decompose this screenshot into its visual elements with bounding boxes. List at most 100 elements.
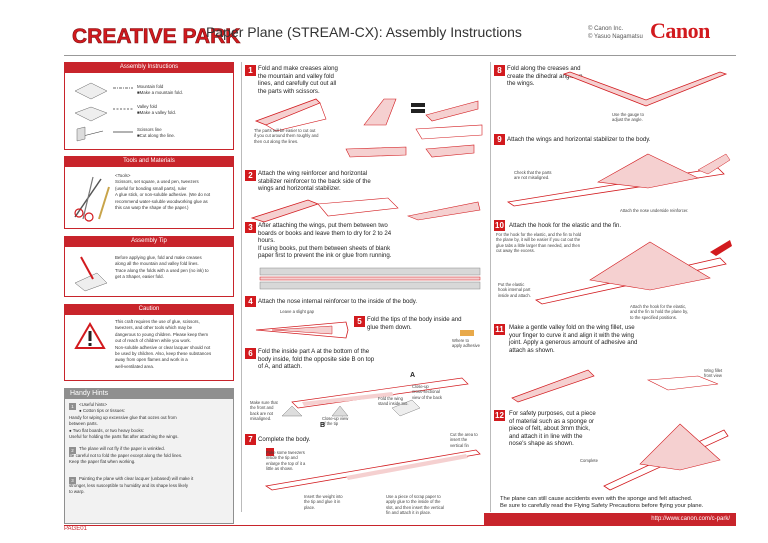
- step-12-note: Complete: [580, 458, 598, 463]
- tools-heading: Tools and Materials: [64, 156, 234, 167]
- step-9-assembled-plane: [506, 153, 731, 207]
- step-12-complete-plane: [603, 423, 729, 491]
- step-8-text: Fold along the creases and create the di…: [507, 65, 583, 88]
- step-12-text: For safety purposes, cut a piece of mate…: [509, 410, 596, 448]
- scissors-line-label: Scissors line ■Cut along the line.: [137, 127, 176, 139]
- step-9-note-reinforcer: Attach the nose underside reinforcer.: [620, 208, 689, 213]
- step-8-number: 8: [494, 65, 505, 76]
- step-5-text: Fold the tips of the body inside and glu…: [367, 316, 462, 331]
- hint-3-text: Painting the plane with clear lacquer (u…: [79, 476, 194, 481]
- copyright-credit: © Canon Inc. © Yasuo Nagamatsu: [588, 25, 643, 41]
- page-number: PAGE01: [64, 526, 87, 532]
- step-4-text: Attach the nose internal reinforcer to t…: [258, 298, 418, 305]
- step-11-wing-fillet: [511, 369, 719, 403]
- step-5-note: Where to apply adhesive: [452, 338, 480, 349]
- footer-rule: [64, 525, 736, 526]
- canon-logo: Canon: [650, 18, 710, 43]
- column-divider-2: [490, 62, 491, 512]
- line-legend-icon: [113, 87, 133, 133]
- step-6-note-tip: Close-up view of the tip: [322, 416, 349, 427]
- hint-1-text: <Useful hints> ● Cotton tips or tissues:: [79, 402, 126, 414]
- safety-warning: The plane can still cause accidents even…: [500, 496, 704, 510]
- step-5-number: 5: [354, 316, 365, 327]
- step-4-nose-reinforcer: [255, 321, 349, 339]
- step-7-note-tweezers: Poke some tweezers inside the tip and en…: [266, 450, 306, 472]
- footer-url[interactable]: http://www.canon.com/c-park/: [484, 513, 736, 525]
- step-7-note-weight: Insert the weight into the tip and glue …: [304, 494, 343, 510]
- step-10-number: 10: [494, 220, 505, 231]
- assembly-tip-box: Before applying glue, fold and make crea…: [64, 247, 234, 297]
- step-11-number: 11: [494, 324, 505, 335]
- hint-2-details: Be careful not to fold the paper except …: [69, 453, 183, 465]
- label-b: B: [320, 422, 326, 429]
- logo-text: CREATIVE PARK: [72, 25, 240, 48]
- adhesive-swatch: [460, 330, 474, 336]
- step-10-note-cut: For the hook for the elastic, and the fi…: [496, 232, 582, 254]
- caution-heading: Caution: [64, 304, 234, 315]
- handy-hints-heading: Handy Hints: [64, 388, 234, 399]
- step-8-dihedral-wing: [562, 71, 728, 107]
- fold-examples-icon: [74, 82, 108, 142]
- credit-designer: © Yasuo Nagamatsu: [588, 34, 643, 40]
- label-a: A: [410, 372, 416, 379]
- hint-3-details: stronger, less susceptible to humidity a…: [69, 483, 189, 495]
- step-12-number: 12: [494, 410, 505, 421]
- page-title: Paper Plane (STREAM-CX): Assembly Instru…: [206, 24, 522, 40]
- step-2-number: 2: [245, 170, 256, 181]
- credit-canon: © Canon Inc.: [588, 26, 624, 32]
- step-11-note: Wing fillet front view: [704, 368, 723, 379]
- caution-text: This craft requires the use of glue, sci…: [115, 319, 212, 369]
- warning-icon: [74, 322, 106, 349]
- step-4-note: Leave a slight gap: [280, 309, 314, 314]
- step-7-note-fin-slot: Use a piece of scrap paper to apply glue…: [386, 494, 444, 516]
- step-9-text: Attach the wings and horizontal stabiliz…: [507, 136, 651, 143]
- step-9-number: 9: [494, 134, 505, 145]
- assembly-tip-text: Before applying glue, fold and make crea…: [115, 255, 209, 280]
- step-7-text: Complete the body.: [258, 436, 311, 443]
- tools-box: <Tools> Scissors, set square, a used pen…: [64, 167, 234, 229]
- step-6-note-wing-stand: Fold the wing stand inside too.: [378, 396, 409, 407]
- hint-number-2: 2: [69, 447, 76, 454]
- step-3-drying-boards: [259, 267, 481, 290]
- step-10-text: Attach the hook for the elastic and the …: [509, 222, 622, 229]
- hint-number-3: 3: [69, 477, 76, 484]
- tools-text: <Tools> Scissors, set square, a used pen…: [115, 173, 211, 211]
- step-10-note-positions: Attach the hook for the elastic, and the…: [630, 304, 689, 320]
- step-2-wing-reinforcer: [250, 197, 481, 223]
- assembly-instructions-box: Mountain fold ■Make a mountain fold. Val…: [64, 73, 234, 150]
- step-6-body-fold: [281, 377, 469, 417]
- left-info-column: Assembly Instructions Mountain fold ■Mak…: [64, 62, 234, 524]
- hint-number-1: 1: [69, 403, 76, 410]
- step-1-text: Fold and make creases along the mountain…: [258, 65, 338, 95]
- step-10-plane-with-hook: [535, 240, 732, 305]
- creative-park-logo: CREATIVE PARK: [70, 14, 241, 54]
- caution-box: This craft requires the use of glue, sci…: [64, 315, 234, 381]
- step-6-note-align: Make sure that the front and back are no…: [250, 400, 278, 422]
- assembly-instructions-heading: Assembly Instructions: [64, 62, 234, 73]
- step-6-text: Fold the inside part A at the bottom of …: [258, 348, 375, 371]
- handy-hints-box: 1 <Useful hints> ● Cotton tips or tissue…: [64, 399, 234, 524]
- step-1-number: 1: [245, 65, 256, 76]
- step-1-note: The parts will be easier to cut out if y…: [254, 128, 319, 144]
- step-8-note: Use the gauge to adjust the angle.: [612, 112, 644, 123]
- step-7-completed-body: [264, 448, 481, 491]
- valley-fold-label: Valley fold ■Make a valley fold.: [137, 104, 177, 116]
- step-1-parts-sheet: [254, 98, 483, 158]
- column-divider-1: [241, 62, 242, 512]
- step-2-text: Attach the wing reinforcer and horizonta…: [258, 170, 371, 193]
- step-7-number: 7: [245, 434, 256, 445]
- step-7-note-cut-area: Cut the area to insert the vertical fin: [450, 432, 478, 448]
- step-3-text: After attaching the wings, put them betw…: [258, 222, 392, 260]
- step-9-note-align: Check that the parts are not misaligned.: [514, 170, 552, 181]
- assembly-tip-heading: Assembly Tip: [64, 236, 234, 247]
- step-6-number: 6: [245, 348, 256, 359]
- step-10-note-hook: Put the elastic hook internal part insid…: [498, 282, 531, 298]
- hint-1-details: Handy for wiping up excessive glue that …: [69, 415, 179, 440]
- mountain-fold-label: Mountain fold ■Make a mountain fold.: [137, 84, 183, 96]
- hint-2-text: The plane will not fly if the paper is w…: [79, 446, 165, 451]
- header-divider: [64, 55, 736, 56]
- pen-fold-icon: [74, 256, 108, 292]
- step-4-number: 4: [245, 296, 256, 307]
- scissors-icon: [74, 176, 110, 222]
- step-3-number: 3: [245, 222, 256, 233]
